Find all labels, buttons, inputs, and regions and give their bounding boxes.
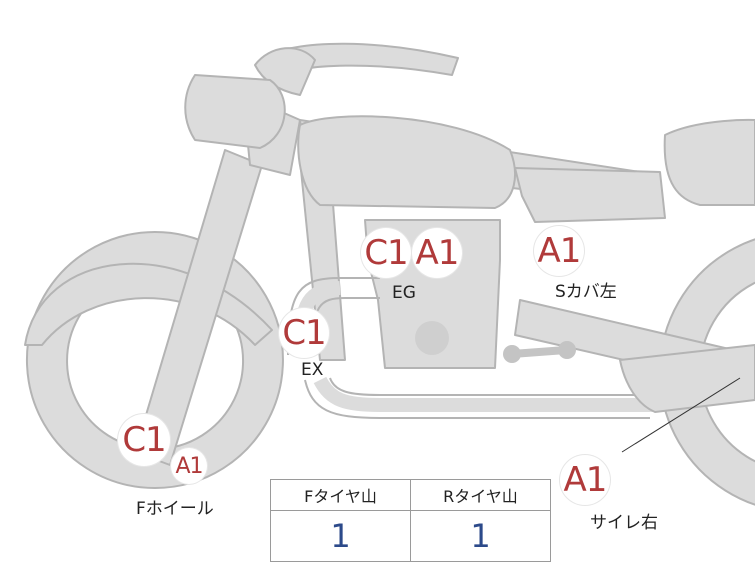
shock-rod [508,346,570,358]
fuel-tank-shape [297,115,516,209]
headlight-shape [184,74,286,149]
front-wheel-c-badge: C1 [118,414,170,466]
silencer-label: サイレ右 [590,513,658,533]
side-cover-label: Sカバ左 [555,282,617,302]
front-wheel-a-badge: A1 [171,448,207,484]
front-tire-value: 1 [270,510,411,562]
engine-c-badge: C1 [361,228,411,278]
rear-wheel-shape [659,238,755,506]
shock-end-right [558,341,576,359]
shock-end-left [503,345,521,363]
front-wheel-label: Fホイール [136,499,214,519]
exhaust-label: EX [301,360,324,380]
rear-tire-value: 1 [410,510,551,562]
engine-cover-circle [415,321,449,355]
side-cover-a-badge: A1 [534,226,584,276]
seat-shape [663,118,755,206]
silencer-a-badge: A1 [560,455,610,505]
front-tire-header: Fタイヤ山 [270,479,411,511]
table-row: 1 1 [270,510,551,562]
exhaust-pipe-outline [287,277,650,419]
table-header-row: Fタイヤ山 Rタイヤ山 [270,479,551,511]
engine-label: EG [392,283,416,303]
exhaust-c-badge: C1 [279,308,329,358]
silencer-leader-line [621,377,741,453]
tire-tread-table: Fタイヤ山 Rタイヤ山 1 1 [270,479,551,562]
rear-tire-header: Rタイヤ山 [410,479,551,511]
muffler-shape [619,344,755,413]
engine-a-badge: A1 [412,228,462,278]
side-cover-shape [514,167,666,223]
